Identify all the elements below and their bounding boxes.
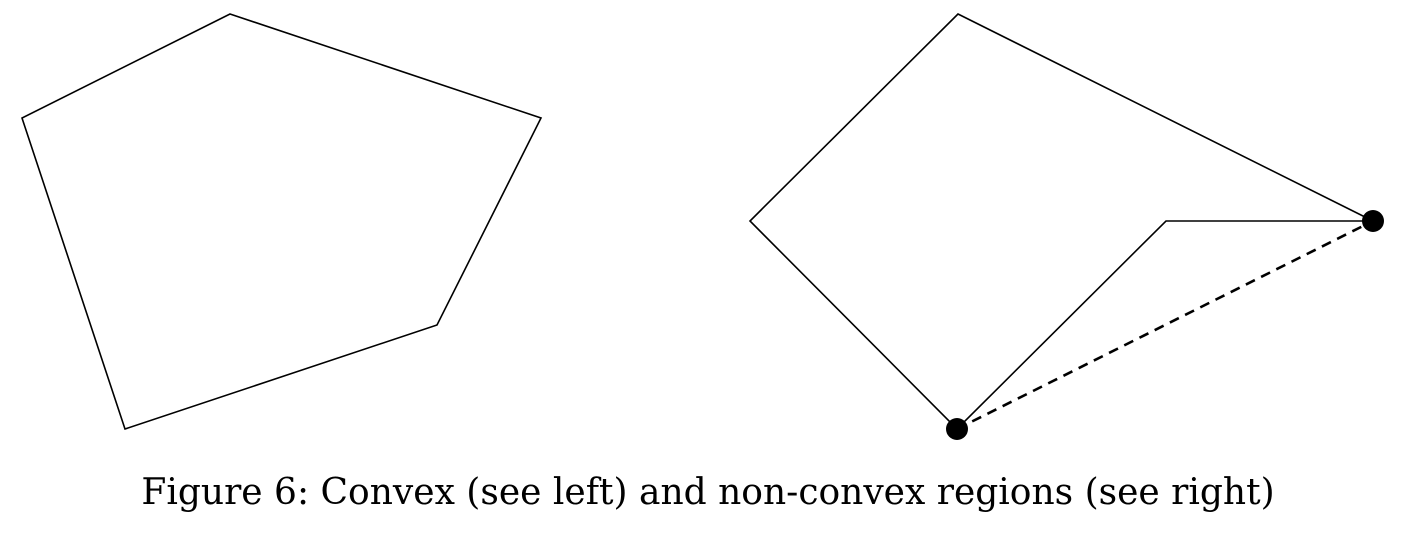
dashed-chord <box>956 219 1374 431</box>
figure-caption: Figure 6: Convex (see left) and non-conv… <box>141 472 1275 513</box>
convex-region <box>21 13 543 431</box>
figure-canvas <box>21 13 1384 440</box>
non-convex-pentagon <box>748 13 1374 431</box>
convex-pentagon <box>21 13 543 431</box>
chord-endpoint-bottom <box>946 418 968 440</box>
non-convex-region <box>748 13 1384 440</box>
chord-endpoint-right <box>1362 210 1384 232</box>
